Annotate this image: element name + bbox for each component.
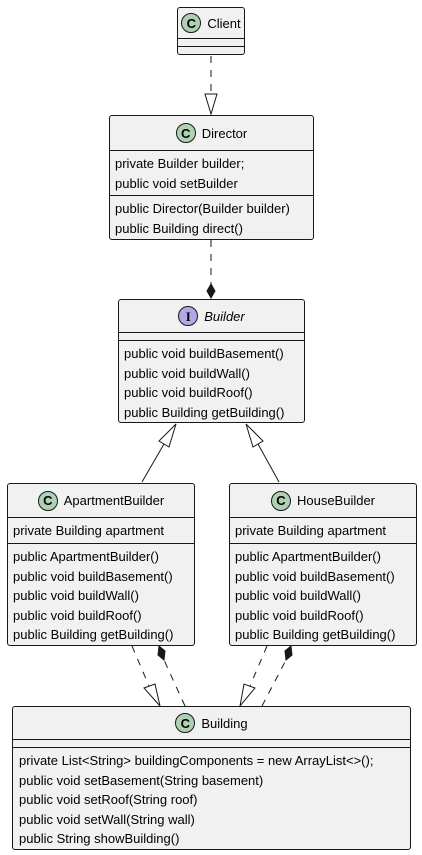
- class-building: C Building private List<String> building…: [12, 706, 411, 850]
- method-row: private List<String> buildingComponents …: [19, 753, 374, 768]
- class-badge-icon: C: [181, 13, 202, 33]
- class-badge-icon: C: [175, 713, 196, 733]
- method-row: public Building getBuilding(): [124, 404, 285, 420]
- field-section: private Building apartment: [230, 517, 416, 543]
- apartment-builder-inherit-edge: [141, 443, 165, 483]
- apartment-building-comp-diamond: [157, 645, 166, 661]
- apartment-building-comp-edge: [163, 659, 186, 707]
- method-row: public Director(Builder builder): [115, 201, 290, 216]
- method-row: public void buildWall(): [13, 588, 139, 603]
- method-row: public ApartmentBuilder(): [13, 549, 159, 564]
- method-row: public void buildBasement(): [235, 568, 395, 584]
- house-builder-inherit-arrow: [245, 423, 264, 448]
- field-section: private Builder builder; public void set…: [110, 150, 313, 195]
- method-row: public void buildWall(): [235, 588, 361, 603]
- field-section: [13, 739, 410, 747]
- apartment-builder-inherit-arrow: [158, 423, 177, 448]
- method-row: public void buildWall(): [124, 365, 250, 381]
- method-row: public Building getBuilding(): [235, 627, 396, 642]
- house-builder-inherit-edge: [257, 443, 280, 483]
- director-builder-diamond: [206, 282, 216, 300]
- method-row: public String showBuilding(): [19, 831, 180, 846]
- method-section: public Director(Builder builder) public …: [110, 195, 313, 238]
- class-name: HouseBuilder: [296, 493, 376, 508]
- method-section: private List<String> buildingComponents …: [13, 747, 410, 849]
- method-section: public void buildBasement() public void …: [119, 340, 304, 422]
- house-building-dep-edge: [249, 645, 268, 687]
- class-client: C Client: [177, 7, 245, 55]
- method-row: public void setBasement(String basement): [19, 772, 264, 788]
- interface-name: Builder: [204, 308, 245, 324]
- class-name: Director: [201, 125, 248, 141]
- class-name: ApartmentBuilder: [63, 493, 165, 508]
- house-building-comp-edge: [261, 659, 287, 707]
- house-building-dep-arrow: [239, 683, 256, 708]
- method-row: public void buildRoof(): [13, 607, 142, 623]
- method-row: public void buildRoof(): [235, 607, 364, 623]
- house-building-comp-diamond: [284, 645, 293, 661]
- method-row: public Building direct(): [115, 220, 243, 236]
- field-section: private Building apartment: [8, 517, 194, 543]
- method-section: public ApartmentBuilder() public void bu…: [8, 543, 194, 645]
- field-row: private Building apartment: [235, 523, 387, 538]
- method-section: public ApartmentBuilder() public void bu…: [230, 543, 416, 645]
- class-house-builder: C HouseBuilder private Building apartmen…: [229, 483, 417, 646]
- class-badge-icon: C: [270, 490, 291, 511]
- class-name: Client: [207, 15, 241, 31]
- apartment-building-dep-edge: [131, 645, 150, 687]
- method-row: public void buildBasement(): [124, 346, 284, 361]
- class-apartment-builder: C ApartmentBuilder private Building apar…: [7, 483, 195, 646]
- field-row: private Builder builder;: [115, 156, 245, 171]
- client-director-arrowhead: [204, 93, 218, 116]
- class-name: Building: [201, 715, 248, 731]
- method-row: public void setRoof(String roof): [19, 792, 198, 807]
- method-row: public void buildRoof(): [124, 385, 253, 400]
- method-section: [178, 46, 244, 54]
- interface-badge-icon: I: [178, 306, 199, 326]
- interface-builder: I Builder public void buildBasement() pu…: [118, 299, 305, 423]
- class-badge-icon: C: [37, 490, 58, 511]
- class-badge-icon: C: [175, 123, 196, 143]
- field-section: [178, 38, 244, 46]
- apartment-building-dep-arrow: [143, 683, 161, 707]
- field-row: private Building apartment: [13, 523, 165, 538]
- class-director: C Director private Builder builder; publ…: [109, 115, 314, 240]
- field-section: [119, 332, 304, 340]
- method-row: public void buildBasement(): [13, 568, 173, 584]
- method-row: public Building getBuilding(): [13, 627, 174, 642]
- field-row: public void setBuilder: [115, 175, 238, 191]
- method-row: public ApartmentBuilder(): [235, 549, 381, 564]
- method-row: public void setWall(String wall): [19, 811, 195, 827]
